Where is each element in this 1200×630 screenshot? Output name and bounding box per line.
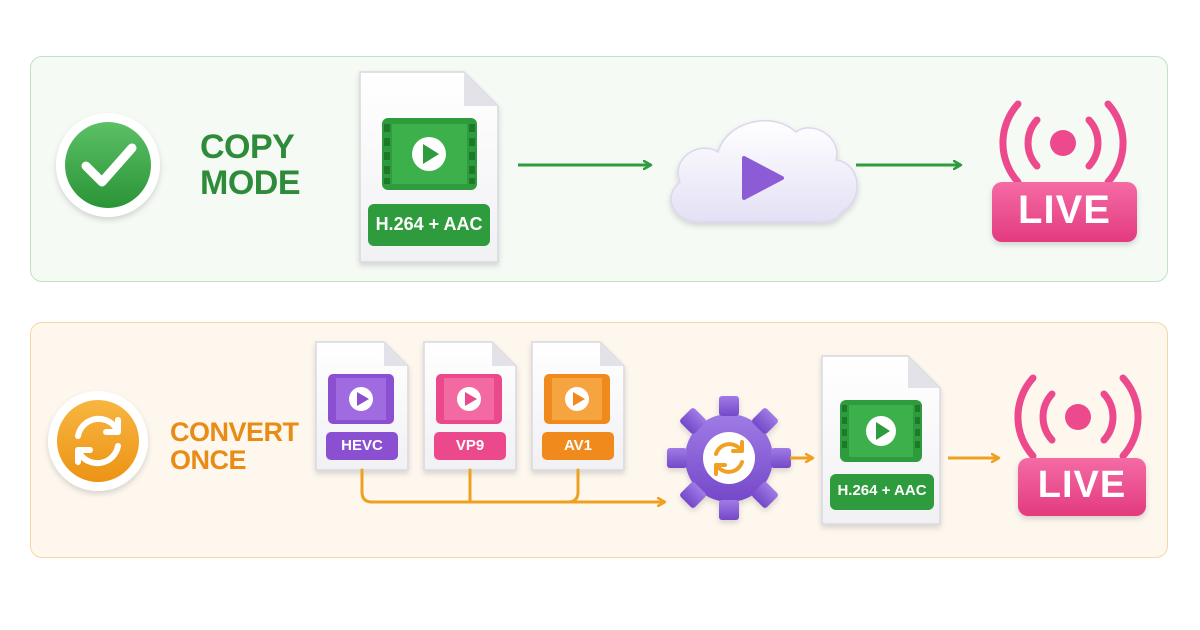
copy-live-badge: LIVE bbox=[1018, 188, 1111, 232]
gear-convert-icon bbox=[667, 396, 791, 520]
av1-codec-badge: AV1 bbox=[563, 437, 593, 454]
live-broadcast-icon bbox=[1014, 374, 1146, 516]
cloud-play-icon bbox=[670, 119, 858, 223]
convert-once-label: CONVERT ONCE bbox=[170, 418, 299, 475]
hevc-codec-badge: HEVC bbox=[341, 437, 383, 454]
vp9-file-icon bbox=[423, 341, 517, 471]
convert-live-badge: LIVE bbox=[1037, 464, 1127, 506]
hevc-file-icon bbox=[315, 341, 409, 471]
vp9-codec-badge: VP9 bbox=[455, 437, 485, 454]
copy-file-codec-badge: H.264 + AAC bbox=[375, 214, 483, 234]
sync-icon bbox=[48, 391, 148, 491]
merge-arrow bbox=[360, 468, 664, 502]
check-icon bbox=[56, 113, 160, 217]
convert-once-label-line2: ONCE bbox=[170, 445, 247, 476]
copy-mode-label-line2: MODE bbox=[200, 163, 301, 202]
converted-file-codec-badge: H.264 + AAC bbox=[837, 482, 927, 499]
copy-mode-label: COPY MODE bbox=[200, 128, 301, 202]
converted-video-file-icon bbox=[821, 355, 941, 525]
copy-mode-panel bbox=[30, 56, 1168, 282]
video-file-icon bbox=[359, 71, 499, 263]
convert-once-label-line1: CONVERT bbox=[170, 417, 299, 447]
av1-file-icon bbox=[531, 341, 625, 471]
live-broadcast-icon bbox=[992, 100, 1137, 242]
copy-mode-label-line1: COPY bbox=[200, 128, 295, 166]
